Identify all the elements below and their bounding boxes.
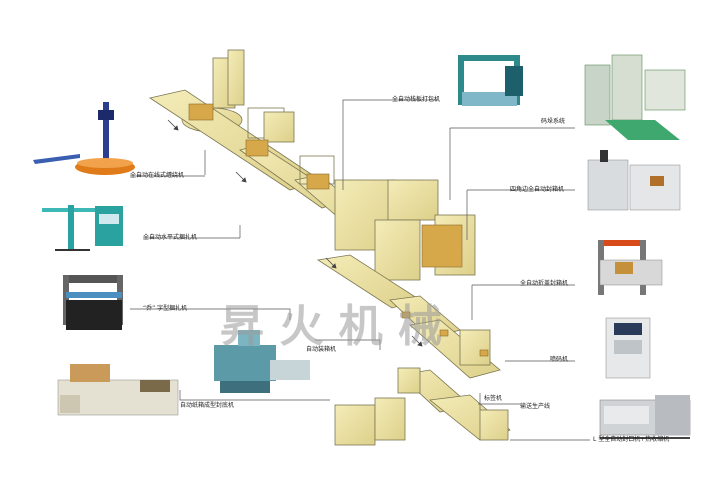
label-four-corner-sealer: 四角边全自动封箱机 [510,186,565,193]
flow-arrows [167,119,423,347]
label-fold-cover-sealer: 全自动折盖封箱机 [520,280,569,287]
label-auto-packer: 自动装箱机 [306,346,337,353]
wrapping-machine-icon [33,102,135,175]
carton-erector-icon [57,364,179,416]
auto-packer-icon [214,330,310,393]
label-pallet-strapping: 全自动栈板打包机 [392,96,441,103]
cartons [188,103,489,357]
label-c-strapping: “乔” 字型捆扎机 [143,305,188,312]
label-online-wrapping: 全自动在线式缠绕机 [130,172,185,179]
label-horizontal-strapping: 全自动水平式捆扎机 [143,234,198,241]
c-strapper-icon [63,275,123,330]
four-corner-sealer-icon [587,150,681,211]
label-l-type-shrink: L 型全自动封口机+热收缩机 [593,436,670,443]
label-inkjet: 喷码机 [550,356,569,363]
horizontal-strapper-icon [42,205,123,251]
palletizer-icon [584,54,686,140]
label-production-line: 输送生产线 [520,403,551,410]
l-sealer-shrink-icon [599,395,691,439]
label-palletizing: 码垛系统 [541,118,566,125]
inkjet-printer-icon [605,317,651,379]
leader-lines [130,99,590,441]
watermark: 昇 火 机 械 [220,301,442,352]
label-labeling: 标签机 [484,395,503,402]
fold-cover-sealer-icon [598,240,663,295]
pallet-strapper-icon [458,55,523,106]
label-carton-erector: 自动纸箱成型封底机 [180,402,235,409]
